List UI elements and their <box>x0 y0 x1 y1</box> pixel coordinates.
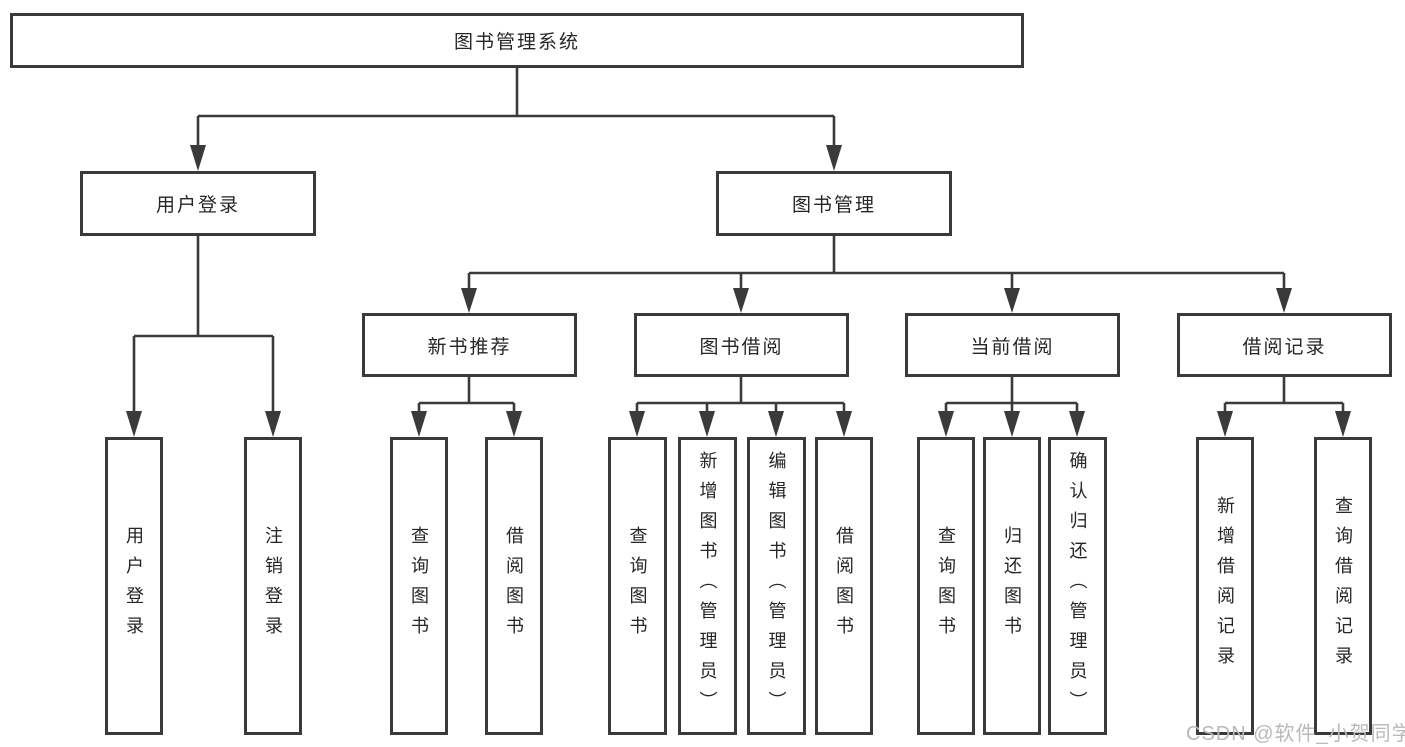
leaf-add-book-admin-label: 新增图书（管理员） <box>697 451 718 721</box>
leaf-query-book-borrow: 查询图书 <box>608 437 667 735</box>
leaf-borrow-book-label: 借阅图书 <box>834 526 854 646</box>
node-user-login: 用户登录 <box>80 171 316 236</box>
csdn-watermark: CSDN @软件_小贺同学 <box>1186 723 1405 745</box>
leaf-add-borrow-record-label: 新增借阅记录 <box>1215 496 1235 676</box>
leaf-query-book-current: 查询图书 <box>917 437 975 735</box>
node-user-login-label: 用户登录 <box>155 195 240 216</box>
leaf-confirm-return-admin-label: 确认归还（管理员） <box>1067 451 1088 721</box>
connector-newbook-to-leaves <box>411 377 522 437</box>
leaf-add-book-admin: 新增图书（管理员） <box>678 437 737 735</box>
leaf-borrow-book-recommend-label: 借阅图书 <box>504 526 524 646</box>
leaf-return-book: 归还图书 <box>983 437 1041 735</box>
leaf-user-login: 用户登录 <box>105 437 163 735</box>
connector-bookmgmt-to-level2 <box>461 236 1292 313</box>
node-root: 图书管理系统 <box>10 13 1024 68</box>
connector-userlogin-to-leaves <box>126 236 281 437</box>
leaf-logout: 注销登录 <box>244 437 302 735</box>
node-book-borrow-label: 图书借阅 <box>699 336 784 358</box>
connector-root-to-level1 <box>190 68 842 171</box>
node-book-management-label: 图书管理 <box>791 195 876 216</box>
connector-currentborrow-to-leaves <box>938 377 1085 437</box>
leaf-return-book-label: 归还图书 <box>1002 526 1022 646</box>
leaf-query-book-borrow-label: 查询图书 <box>627 526 648 646</box>
node-current-borrow-label: 当前借阅 <box>970 336 1055 358</box>
connector-borrowrecord-to-leaves <box>1217 377 1351 437</box>
node-book-management: 图书管理 <box>716 171 952 236</box>
leaf-query-borrow-record: 查询借阅记录 <box>1314 437 1372 735</box>
node-borrow-record: 借阅记录 <box>1177 313 1392 377</box>
leaf-query-borrow-record-label: 查询借阅记录 <box>1333 496 1353 676</box>
node-new-book-recommend: 新书推荐 <box>362 313 577 377</box>
leaf-user-login-label: 用户登录 <box>124 526 144 646</box>
leaf-borrow-book-recommend: 借阅图书 <box>485 437 543 735</box>
leaf-query-book-recommend-label: 查询图书 <box>409 526 429 646</box>
leaf-add-borrow-record: 新增借阅记录 <box>1196 437 1254 735</box>
node-new-book-recommend-label: 新书推荐 <box>427 336 512 358</box>
node-current-borrow: 当前借阅 <box>905 313 1120 377</box>
node-root-label: 图书管理系统 <box>453 32 580 53</box>
leaf-query-book-current-label: 查询图书 <box>936 526 956 646</box>
leaf-edit-book-admin-label: 编辑图书（管理员） <box>766 451 787 721</box>
connector-bookborrow-to-leaves <box>629 377 852 437</box>
node-book-borrow: 图书借阅 <box>634 313 849 377</box>
leaf-confirm-return-admin: 确认归还（管理员） <box>1048 437 1107 735</box>
leaf-edit-book-admin: 编辑图书（管理员） <box>747 437 806 735</box>
node-borrow-record-label: 借阅记录 <box>1242 336 1327 358</box>
leaf-borrow-book: 借阅图书 <box>815 437 873 735</box>
leaf-logout-label: 注销登录 <box>263 526 283 646</box>
leaf-query-book-recommend: 查询图书 <box>390 437 448 735</box>
